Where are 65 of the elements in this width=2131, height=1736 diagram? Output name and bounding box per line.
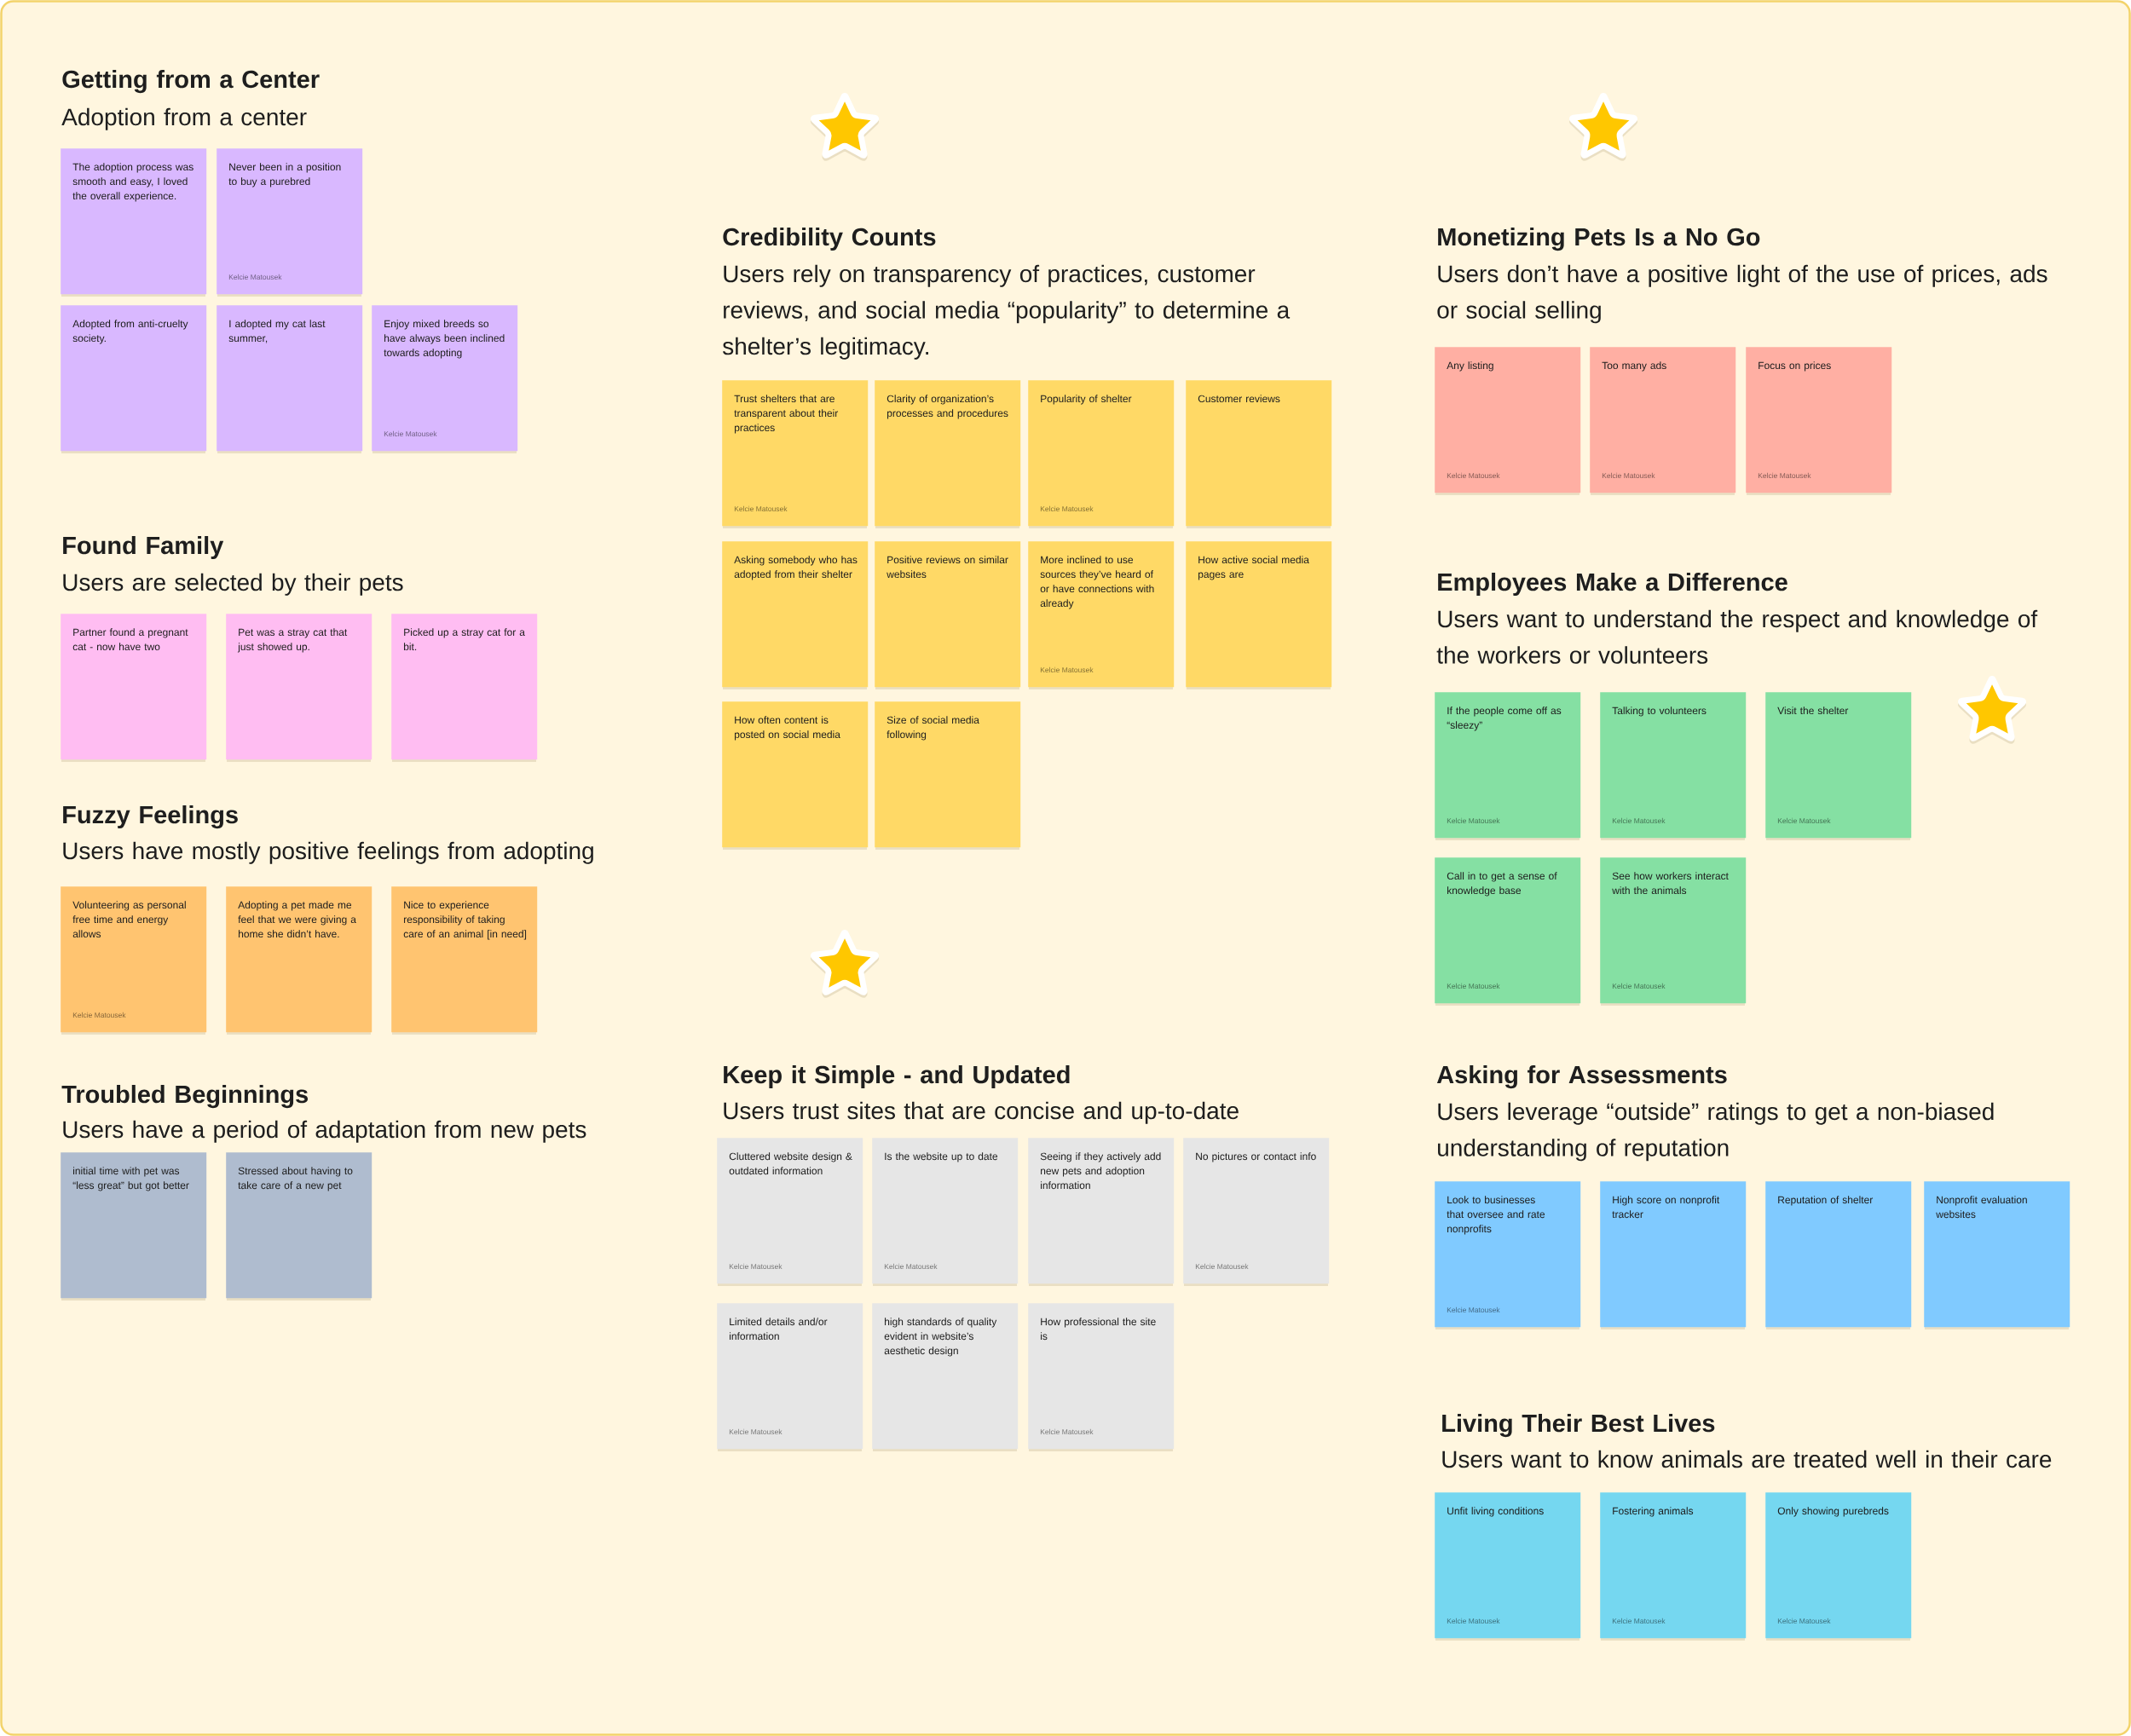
- group-heading: Monetizing Pets Is a No Go: [1438, 228, 1760, 251]
- group-heading: Credibility Counts: [723, 228, 936, 251]
- sticky-note: How active social media pages are: [1186, 541, 1332, 689]
- group-summary: Users don’t have a positive light of the use of prices, ads or social selling: [1437, 264, 2047, 324]
- sticky-note: Nice to experience responsibility of taking care of an animal [in need]: [391, 886, 538, 1035]
- sticky-note: Seeing if they actively add new pets and adoption information: [1028, 1138, 1175, 1286]
- sticky-note: Pet was a stray cat that just showed up.: [226, 614, 372, 762]
- group-heading: Troubled Beginnings: [61, 1085, 309, 1109]
- sticky-note: Stressed about having to take care of a new pet: [226, 1152, 372, 1301]
- author-name: Kelcie Matousek: [729, 1263, 783, 1270]
- author-name: Kelcie Matousek: [1447, 983, 1500, 989]
- author-name: Kelcie Matousek: [1447, 1618, 1500, 1624]
- author-name: Kelcie Matousek: [1040, 666, 1094, 673]
- sticky-note: How often content is posted on social media: [722, 701, 869, 850]
- group-summary: Users rely on transparency of practices, customer reviews, and social media “popularity” to determine a shelter’s legitimacy.: [723, 264, 1291, 360]
- author-name: Kelcie Matousek: [1777, 1618, 1831, 1624]
- author-name: Kelcie Matousek: [228, 274, 282, 280]
- group-heading: Getting from a Center: [62, 70, 320, 94]
- group-summary: Users want to know animals are treated well in their care: [1442, 1450, 2052, 1468]
- author-name: Kelcie Matousek: [1040, 1428, 1094, 1435]
- author-name: Kelcie Matousek: [1447, 472, 1500, 479]
- sticky-note: Nonprofit evaluation websites: [1924, 1181, 2070, 1329]
- author-name: Kelcie Matousek: [1447, 817, 1500, 824]
- sticky-note: Adopted from anti-cruelty society.: [61, 305, 207, 453]
- author-name: Kelcie Matousek: [1447, 1306, 1500, 1313]
- author-name: Kelcie Matousek: [1602, 472, 1655, 479]
- sticky-note: Partner found a pregnant cat - now have two: [61, 614, 207, 762]
- group-summary: Users are selected by their pets: [63, 573, 403, 596]
- group-summary: Adoption from a center: [61, 107, 307, 130]
- group-heading: Employees Make a Difference: [1438, 573, 1787, 597]
- author-name: Kelcie Matousek: [729, 1428, 783, 1435]
- author-name: Kelcie Matousek: [72, 1012, 126, 1018]
- author-name: Kelcie Matousek: [1612, 983, 1666, 989]
- group-summary: Users have a period of adaptation from new pets: [63, 1120, 586, 1143]
- author-name: Kelcie Matousek: [384, 430, 437, 437]
- sticky-note: initial time with pet was “less great” but got better: [61, 1152, 207, 1301]
- author-name: Kelcie Matousek: [1777, 817, 1831, 824]
- author-name: Kelcie Matousek: [1758, 472, 1811, 479]
- sticky-note: I adopted my cat last summer,: [217, 305, 363, 453]
- sticky-note: Customer reviews: [1186, 380, 1332, 528]
- sticky-note: Positive reviews on similar websites: [875, 541, 1021, 689]
- group-summary: Users leverage “outside” ratings to get a non-biased understanding of reputation: [1438, 1102, 1994, 1162]
- group-summary: Users want to understand the respect and knowledge of the workers or volunteers: [1436, 609, 2038, 664]
- group-summary: Users have mostly positive feelings from adopting: [63, 841, 593, 864]
- sticky-note: high standards of quality evident in website’s aesthetic design: [872, 1303, 1019, 1451]
- author-name: Kelcie Matousek: [734, 505, 788, 512]
- author-name: Kelcie Matousek: [884, 1263, 938, 1270]
- group-heading: Living Their Best Lives: [1442, 1414, 1715, 1438]
- group-heading: Fuzzy Feelings: [63, 805, 238, 829]
- sticky-note: The adoption process was smooth and easy, I loved the overall experience.: [61, 148, 207, 297]
- sticky-note: Adopting a pet made me feel that we were giving a home she didn’t have.: [226, 886, 372, 1035]
- group-heading: Asking for Assessments: [1436, 1065, 1727, 1089]
- sticky-note: Picked up a stray cat for a bit.: [391, 614, 538, 762]
- author-name: Kelcie Matousek: [1612, 817, 1666, 824]
- sticky-note: Reputation of shelter: [1765, 1181, 1912, 1329]
- sticky-note: High score on nonprofit tracker: [1600, 1181, 1747, 1329]
- author-name: Kelcie Matousek: [1612, 1618, 1666, 1624]
- sticky-note: Size of social media following: [875, 701, 1021, 850]
- author-name: Kelcie Matousek: [1195, 1263, 1249, 1270]
- group-heading: Found Family: [63, 536, 224, 560]
- sticky-note: Asking somebody who has adopted from their shelter: [722, 541, 869, 689]
- author-name: Kelcie Matousek: [1040, 505, 1094, 512]
- group-summary: Users trust sites that are concise and up-to-date: [724, 1101, 1239, 1124]
- group-heading: Keep it Simple - and Updated: [724, 1065, 1070, 1089]
- sticky-note: Clarity of organization’s processes and procedures: [875, 380, 1021, 528]
